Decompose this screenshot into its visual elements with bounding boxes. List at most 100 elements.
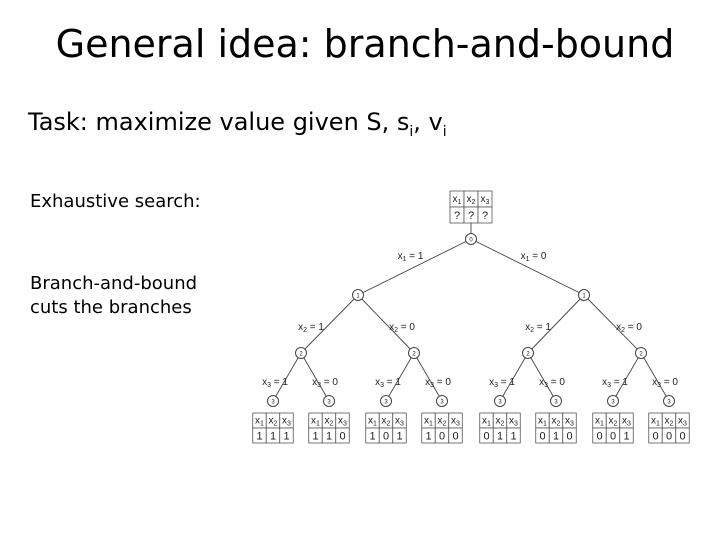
edge-right-l1-0 — [357, 294, 415, 354]
edge-left-l2-1 — [385, 352, 415, 402]
leaf-2-header-2: x2 — [325, 416, 334, 428]
leaf-1-header-3: x3 — [282, 416, 291, 428]
leaf-3-value-1: 1 — [369, 431, 375, 443]
edge-label-x2-one-1: x2 = 1 — [525, 322, 551, 334]
node-label-l3-2: 3 — [384, 400, 388, 406]
edge-right-l2-3 — [640, 352, 670, 402]
leaf-4-header-2: x2 — [438, 416, 447, 428]
node-l2-0 — [295, 347, 307, 359]
node-label-l3-1: 3 — [327, 400, 331, 406]
node-l2-2 — [522, 347, 534, 359]
node-label-l3-6: 3 — [611, 400, 615, 406]
edge-label-x1-one: x1 = 1 — [398, 251, 424, 263]
node-label-l2-0: 2 — [299, 352, 303, 358]
root-header-1: x1 — [453, 194, 462, 206]
slide-title: General idea: branch-and-bound — [55, 22, 675, 66]
leaf-4-value-3: 0 — [452, 431, 458, 443]
leaf-3-header-1: x1 — [368, 416, 377, 428]
leaf-5-header-2: x2 — [496, 416, 505, 428]
edge-label-x3-one-1: x3 = 1 — [375, 377, 401, 389]
edge-label-x3-zero-0: x3 = 0 — [312, 377, 338, 389]
node-label-l3-5: 3 — [554, 400, 558, 406]
task-subscript-s: i — [409, 123, 414, 140]
edge-label-x3-zero-3: x3 = 0 — [652, 377, 678, 389]
root-value-2: ? — [468, 210, 474, 222]
leaf-2-value-3: 0 — [339, 431, 345, 443]
leaf-5-header-1: x1 — [482, 416, 491, 428]
leaf-7-header-3: x3 — [622, 416, 631, 428]
leaf-2-value-2: 1 — [326, 431, 332, 443]
leaf-7-header-1: x1 — [595, 416, 604, 428]
task-subscript-v: i — [442, 123, 447, 140]
leaf-3-value-2: 0 — [383, 431, 389, 443]
edge-left-l1-0 — [300, 294, 359, 354]
leaf-3-header-3: x3 — [395, 416, 404, 428]
edge-label-x1-zero: x1 = 0 — [521, 251, 547, 263]
root-value-3-cell — [477, 206, 493, 224]
leaf-8-value-1: 0 — [652, 431, 658, 443]
node-l3-3 — [436, 395, 448, 407]
leaf-6-header-3: x3 — [565, 416, 574, 428]
edge-left-l1-1 — [527, 294, 585, 354]
leaf-5-header-3: x3 — [509, 416, 518, 428]
node-l3-6 — [607, 395, 619, 407]
leaf-4-value-2: 0 — [439, 431, 445, 443]
node-label-l3-0: 3 — [271, 400, 275, 406]
node-l3-0 — [267, 395, 279, 407]
node-l1-1 — [578, 289, 590, 301]
task-statement: Task: maximize value given S, si, vi — [28, 108, 447, 140]
node-label-l1-1: 1 — [582, 294, 586, 300]
leaf-2-value-3-cell — [335, 427, 350, 444]
leaf-7-header-2: x2 — [609, 416, 618, 428]
bnb-line-2: cuts the branches — [30, 297, 192, 318]
leaf-6-value-3-cell — [562, 427, 577, 444]
edge-label-x3-one-2: x3 = 1 — [489, 377, 515, 389]
leaf-4-value-3-cell — [448, 427, 463, 444]
leaf-2-header-1: x1 — [311, 416, 320, 428]
edge-label-x3-one-0: x3 = 1 — [262, 377, 288, 389]
root-header-3: x3 — [481, 194, 490, 206]
leaf-1-header-2: x2 — [269, 416, 278, 428]
node-l3-7 — [663, 395, 675, 407]
node-l3-1 — [323, 395, 335, 407]
leaf-1-value-1: 1 — [256, 431, 262, 443]
bnb-line-1: Branch-and-bound — [30, 273, 198, 294]
leaf-3-value-3-cell — [392, 427, 407, 444]
branch-and-bound-note: Branch-and-bound cuts the branches — [30, 272, 230, 320]
leaf-5-value-1: 0 — [483, 431, 489, 443]
leaf-8-header-1: x1 — [651, 416, 660, 428]
node-l0-0 — [465, 233, 477, 245]
node-label-l3-7: 3 — [667, 400, 671, 406]
leaf-4-value-1: 1 — [425, 431, 431, 443]
edge-label-x3-zero-1: x3 = 0 — [425, 377, 451, 389]
node-label-l3-4: 3 — [498, 400, 502, 406]
node-l3-4 — [494, 395, 506, 407]
leaf-8-value-3: 0 — [679, 431, 685, 443]
leaf-4-header-1: x1 — [424, 416, 433, 428]
node-l3-2 — [380, 395, 392, 407]
leaf-7-value-3-cell — [619, 427, 634, 444]
node-label-l1-0: 1 — [356, 294, 360, 300]
leaf-2-value-1: 1 — [312, 431, 318, 443]
leaf-5-value-3-cell — [506, 427, 521, 444]
node-label-l2-2: 2 — [526, 352, 530, 358]
node-label-l0-0: 0 — [469, 238, 473, 244]
leaf-5-value-3: 1 — [510, 431, 516, 443]
exhaustive-search-label: Exhaustive search: — [30, 191, 201, 212]
task-text-v: , v — [413, 108, 443, 136]
leaf-1-header-1: x1 — [255, 416, 264, 428]
edge-left-l2-2 — [499, 352, 529, 402]
node-l3-5 — [550, 395, 562, 407]
edge-label-x2-one-0: x2 = 1 — [298, 322, 324, 334]
leaf-8-value-3-cell — [675, 427, 690, 444]
edge-left-l0-0 — [357, 238, 472, 296]
root-header-2: x2 — [467, 194, 476, 206]
leaf-1-value-2: 1 — [270, 431, 276, 443]
edge-label-x3-one-3: x3 = 1 — [602, 377, 628, 389]
edge-label-x2-zero-1: x2 = 0 — [616, 322, 642, 334]
edge-right-l1-1 — [583, 294, 642, 354]
node-l2-1 — [408, 347, 420, 359]
node-label-l2-1: 2 — [412, 352, 416, 358]
node-l1-0 — [352, 289, 364, 301]
